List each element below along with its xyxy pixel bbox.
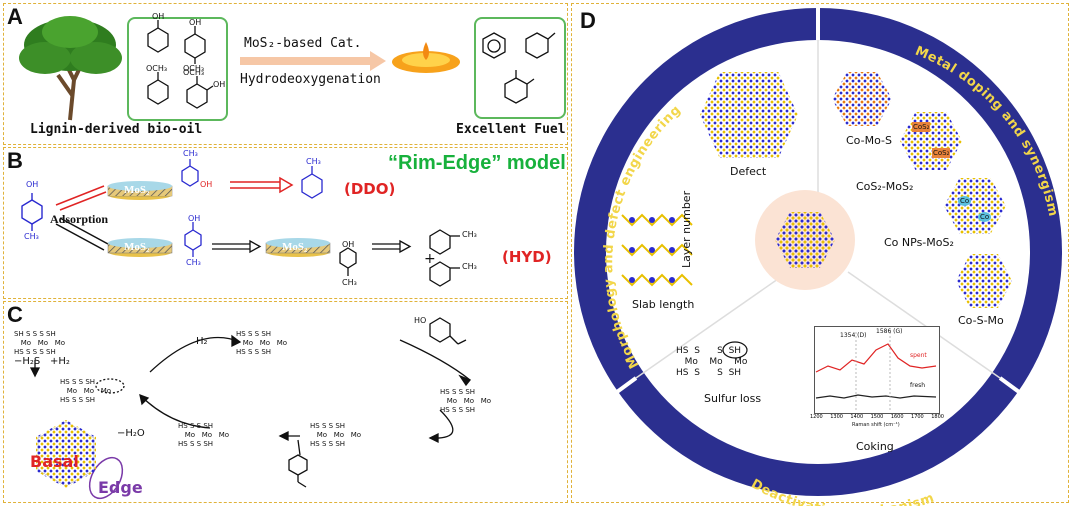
svg-text:OCH₃: OCH₃ xyxy=(183,68,204,77)
hyd-label: (HYD) xyxy=(502,248,552,266)
hyd-ch3-2: CH₃ xyxy=(342,278,357,287)
process-arrowhead xyxy=(370,51,386,71)
raman-spent: spent xyxy=(910,352,927,359)
svg-text:OH: OH xyxy=(189,18,201,27)
co-mo-s-lattice xyxy=(832,72,892,126)
slab-label-2: MoS₂ xyxy=(124,241,150,253)
edge-label: Edge xyxy=(98,478,143,497)
raman-xlabel: Raman shift (cm⁻¹) xyxy=(852,422,900,428)
svg-text:OH: OH xyxy=(152,12,164,21)
defect-lattice xyxy=(700,72,798,158)
raman-xtick: 1200 xyxy=(810,414,823,420)
left-caption: Lignin-derived bio-oil xyxy=(30,122,203,137)
h2-label: H₂ xyxy=(196,336,208,347)
cyclohexene-ch3: CH₃ xyxy=(462,230,477,239)
arrow-top-label: MoS₂-based Cat. xyxy=(244,36,362,51)
raman-xtick: 1500 xyxy=(870,414,884,420)
svg-text:OCH₃: OCH₃ xyxy=(146,64,167,73)
co-s-mo-label: Co-S-Mo xyxy=(958,314,1004,327)
cos2-mos2-label: CoS₂-MoS₂ xyxy=(856,180,914,193)
basal-label: Basal xyxy=(30,452,79,471)
coking-label: Coking xyxy=(856,440,894,453)
svg-text:OCH₃: OCH₃ xyxy=(183,64,204,73)
chain-1: SH S S S SH Mo Mo Mo HS S S S SH xyxy=(14,330,66,356)
phenol-oh: OH xyxy=(26,180,39,189)
hyd-oh-2: OH xyxy=(342,240,355,249)
chain-4: HS S S SH Mo Mo Mo HS S S SH xyxy=(440,388,492,414)
plus-sign: + xyxy=(424,251,436,267)
ddo-label: (DDO) xyxy=(344,180,396,198)
defect-label: Defect xyxy=(730,165,767,178)
raman-peak-d: 1354 (D) xyxy=(840,332,867,339)
panel-d-label: D xyxy=(580,8,596,33)
panel-a-label: A xyxy=(7,4,23,29)
mos2-lattice xyxy=(36,420,96,488)
product-ch3: CH₃ xyxy=(306,157,321,166)
arrow-bottom-label: Hydrodeoxygenation xyxy=(240,72,381,87)
chain-6: HS S S SH Mo Mo Mo HS S S SH xyxy=(310,422,362,448)
raman-xticks: 1200 1300 1400 1500 1600 1700 1800 xyxy=(810,414,944,420)
minus-h2s: −H₂S xyxy=(14,356,41,367)
right-caption: Excellent Fuel xyxy=(456,122,566,137)
plus-h2: +H₂ xyxy=(50,356,70,367)
raman-xtick: 1300 xyxy=(830,414,843,420)
ho-label: HO xyxy=(414,316,427,325)
fuel-box xyxy=(474,17,566,119)
slab-label-1: MoS₂ xyxy=(124,184,150,196)
adsorption-label: Adsorption xyxy=(50,212,109,226)
chain-2: HS S S SH Mo Mo Mo HS S S SH xyxy=(236,330,288,356)
co-tag-2: Co xyxy=(978,212,992,222)
slab-length-label: Slab length xyxy=(632,298,695,311)
cos2-tag-1: CoS₂ xyxy=(912,122,931,132)
co-mo-s-label: Co-Mo-S xyxy=(846,134,892,147)
raman-plot xyxy=(814,326,940,414)
raman-xtick: 1800 xyxy=(931,414,944,420)
process-arrow xyxy=(240,57,370,65)
raman-xtick: 1400 xyxy=(850,414,864,420)
co-nps-label: Co NPs-MoS₂ xyxy=(884,236,954,249)
panel-b-label: B xyxy=(7,148,23,173)
sulfur-loss-structure: HS S S SH Mo Mo Mo HS S S SH xyxy=(676,346,748,378)
phenol-ch3: CH₃ xyxy=(24,232,39,241)
raman-xtick: 1600 xyxy=(890,414,904,420)
adsorbed-oh: OH xyxy=(200,180,213,189)
chain-5: HS S S SH Mo Mo Mo HS S S SH xyxy=(178,422,230,448)
svg-text:OH: OH xyxy=(213,80,225,89)
co-tag-1: Co xyxy=(958,196,972,206)
chain-3: HS S S SH Mo Mo Mo HS S S SH xyxy=(60,378,112,404)
cyclohexane-ch3: CH₃ xyxy=(462,262,477,271)
hyd-ch3-1: CH₃ xyxy=(186,258,201,267)
panel-b xyxy=(3,147,568,299)
raman-peak-g: 1586 (G) xyxy=(876,328,903,335)
bio-oil-box xyxy=(127,17,228,121)
toluene-ch3: CH₃ xyxy=(183,149,198,158)
sulfur-loss-label: Sulfur loss xyxy=(704,392,762,405)
panel-c xyxy=(3,301,568,503)
raman-fresh: fresh xyxy=(910,382,926,389)
minus-h2o: −H₂O xyxy=(117,428,145,439)
hyd-oh-1: OH xyxy=(188,214,201,223)
raman-xtick: 1700 xyxy=(911,414,924,420)
cos2-tag-2: CoS₂ xyxy=(932,148,951,158)
model-title: “Rim-Edge” model xyxy=(388,152,566,174)
panel-c-label: C xyxy=(7,302,23,327)
slab-label-3: MoS₂ xyxy=(282,241,308,253)
